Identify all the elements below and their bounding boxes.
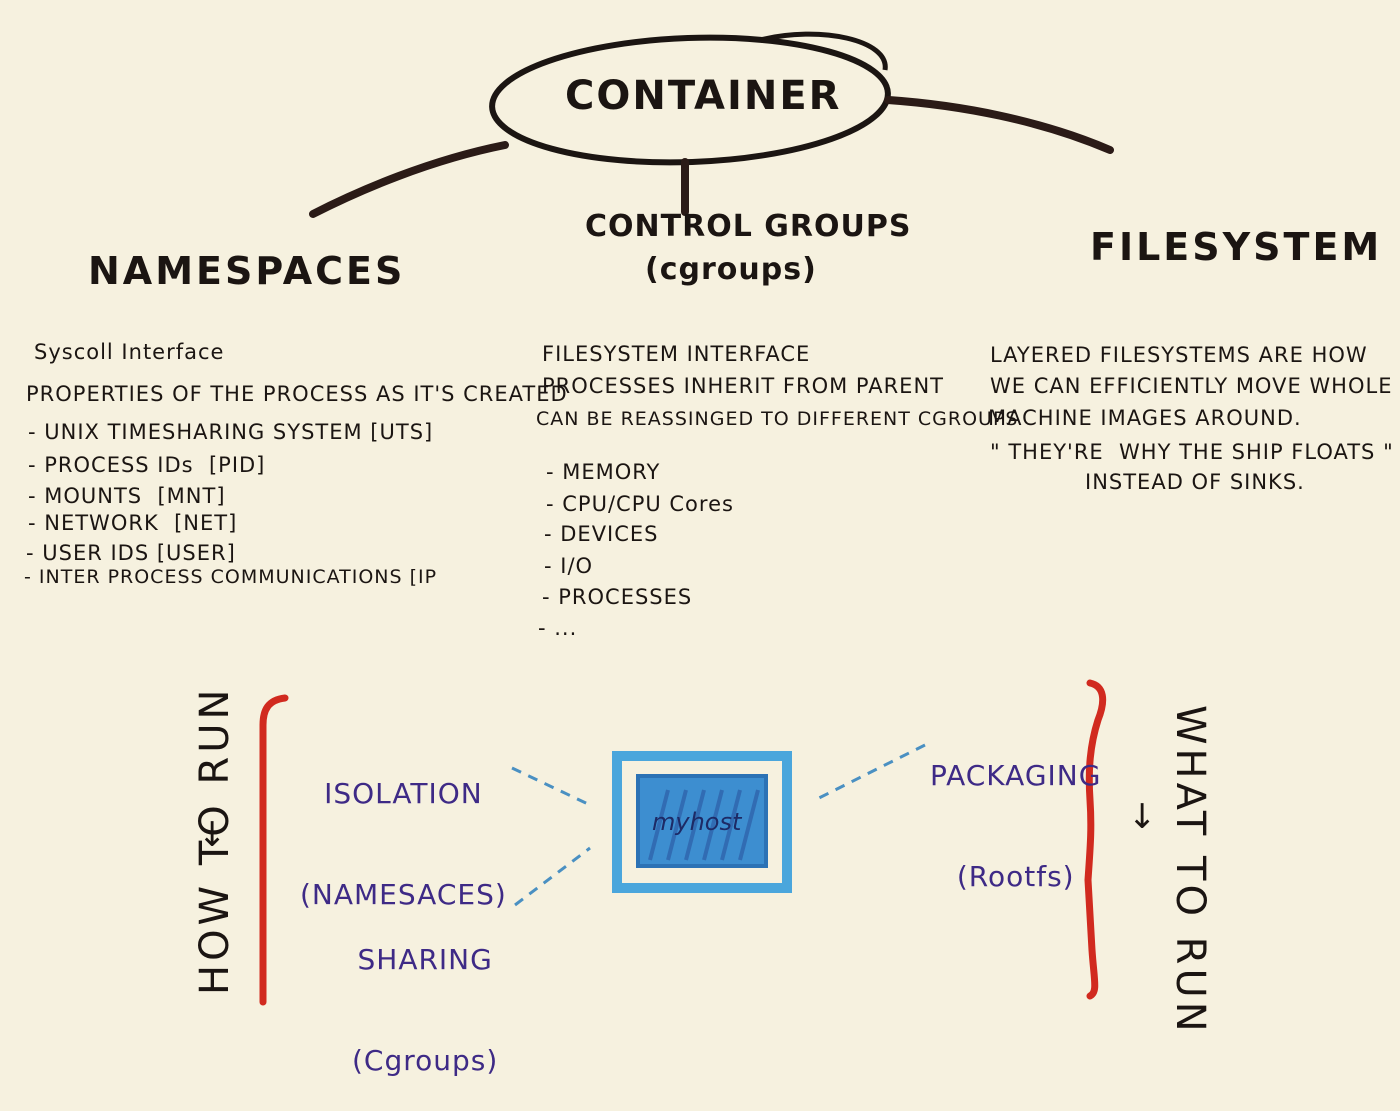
isolation-line1: ISOLATION [324, 777, 483, 811]
sharing-line1: SHARING [357, 943, 493, 977]
filesystem-heading: FILESYSTEM [1090, 225, 1383, 269]
isolation-line2: (NAMESACES) [300, 877, 507, 911]
namespaces-line-8: - INTER PROCESS COMMUNICATIONS [IP [24, 566, 438, 588]
cgroups-line-2: PROCESSES INHERIT FROM PARENT [542, 374, 944, 398]
namespaces-line-3: - UNIX TIMESHARING SYSTEM [UTS] [28, 420, 434, 444]
left-bracket [259, 694, 289, 1006]
filesystem-line-3: MACHINE IMAGES AROUND. [988, 406, 1302, 430]
sharing-line2: (Cgroups) [352, 1043, 499, 1077]
cgroups-line-7: - I/O [544, 554, 594, 578]
packaging-line2: (Rootfs) [956, 859, 1075, 893]
cgroups-line-4: - MEMORY [546, 460, 661, 484]
filesystem-line-4: " THEY'RE WHY THE SHIP FLOATS " [990, 440, 1394, 464]
sharing-label: SHARING (Cgroups) [352, 876, 498, 1111]
diagram-lines [259, 31, 1114, 1006]
host-box-hatching [648, 789, 760, 861]
container-ellipse [489, 34, 891, 166]
isolation-label: ISOLATION (NAMESACES) [300, 710, 507, 945]
packaging-line1: PACKAGING [930, 759, 1102, 793]
namespaces-line-5: - MOUNTS [MNT] [28, 484, 226, 508]
cgroups-line-5: - CPU/CPU Cores [546, 492, 734, 516]
namespaces-line-7: - USER IDS [USER] [26, 541, 236, 565]
what-to-run-label: WHAT TO RUN [1167, 705, 1213, 1036]
host-box-outer [612, 751, 792, 893]
filesystem-line-2: WE CAN EFFICIENTLY MOVE WHOLE [990, 374, 1393, 398]
namespaces-line-6: - NETWORK [NET] [28, 511, 238, 535]
namespaces-line-2: PROPERTIES OF THE PROCESS AS IT'S CREATE… [26, 382, 568, 406]
filesystem-line-1: LAYERED FILESYSTEMS ARE HOW [990, 343, 1368, 367]
branch-filesystem [884, 96, 1114, 154]
namespaces-line-4: - PROCESS IDs [PID] [28, 453, 266, 477]
right-bracket [1084, 679, 1107, 1000]
filesystem-line-5: INSTEAD OF SINKS. [1085, 470, 1305, 494]
dash-isolation [511, 766, 591, 807]
container-title: CONTAINER [565, 73, 842, 119]
cgroups-line-8: - PROCESSES [542, 585, 693, 609]
cgroups-line-3: CAN BE REASSINGED TO DIFFERENT CGROUPS [536, 408, 1019, 430]
cgroups-line-6: - DEVICES [544, 522, 659, 546]
namespaces-line-1: Syscoll Interface [34, 340, 225, 364]
host-label: myhost [652, 808, 742, 836]
dash-sharing [514, 846, 591, 907]
dash-packaging [814, 743, 926, 802]
namespaces-heading: NAMESPACES [88, 249, 406, 293]
ellipse-overlap-stroke [759, 31, 888, 71]
how-to-run-arrow: ↓ [198, 815, 227, 855]
cgroups-line-1: FILESYSTEM INTERFACE [542, 342, 811, 366]
cgroups-heading-line2: (cgroups) [645, 252, 817, 287]
cgroups-heading-line1: CONTROL GROUPS [585, 209, 912, 244]
what-to-run-arrow: ↓ [1128, 797, 1157, 837]
branch-namespaces [309, 141, 509, 218]
packaging-label: PACKAGING (Rootfs) [930, 692, 1101, 927]
cgroups-line-9: - ... [538, 616, 578, 640]
